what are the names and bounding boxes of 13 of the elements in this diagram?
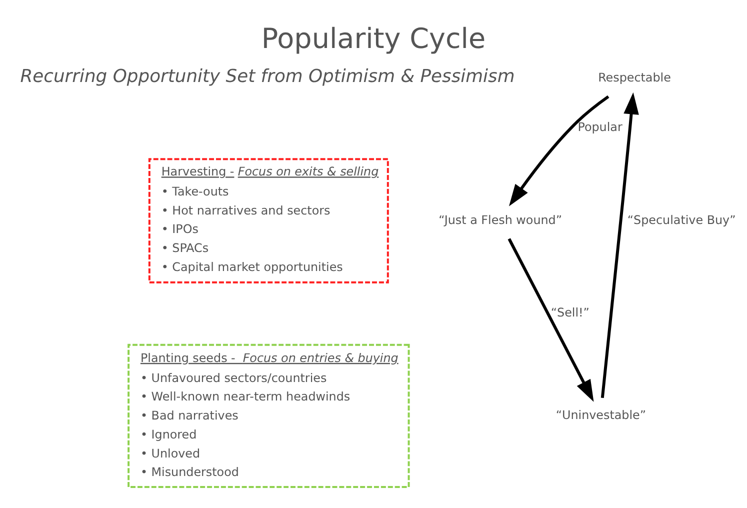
label: Recurring Opportunity Set from Optimism & Pessimism — [20, 65, 515, 86]
node-text: “Just a Flesh wound” — [438, 212, 562, 226]
edge-label: Popular — [578, 119, 622, 134]
node-text: Respectable — [598, 70, 671, 84]
arrow — [508, 238, 594, 402]
edge-label: “Sell!” — [550, 305, 590, 320]
node-box: Harvesting - Focus on exits & selling • Take-outs • Hot narratives and sectors • IPOs • SPACs • Capital market opportunities — [148, 158, 389, 283]
node-text: “Uninvestable” — [556, 408, 646, 422]
node-box: Planting seeds - Focus on entries & buying • Unfavoured sectors/countries • Well-known near-term headwinds • Bad narratives • Ignored • Unloved • Misunderstood — [128, 343, 410, 488]
edge-label: “Speculative Buy” — [627, 212, 736, 226]
diagram-title: Popularity Cycle — [261, 22, 486, 55]
arrow — [600, 92, 639, 398]
arrow — [508, 94, 610, 206]
